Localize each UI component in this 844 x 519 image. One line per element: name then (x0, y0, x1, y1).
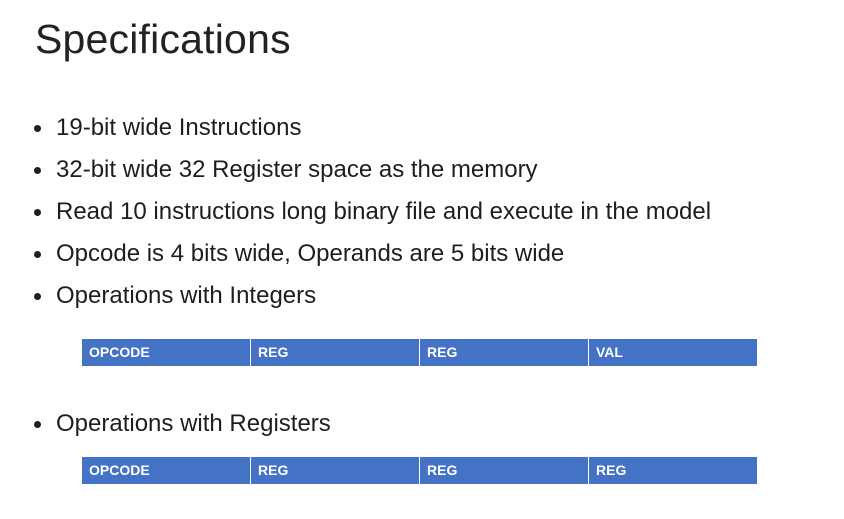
bullet-dot-icon (34, 251, 41, 258)
bullet-text: 32-bit wide 32 Register space as the mem… (56, 156, 538, 183)
opcode-field-cell: OPCODE (89, 462, 150, 478)
reg-field-cell: REG (250, 339, 419, 366)
bullet-text: Opcode is 4 bits wide, Operands are 5 bi… (56, 240, 565, 267)
bullet-dot-icon (34, 421, 41, 428)
bullet-item: Opcode is 4 bits wide, Operands are 5 bi… (30, 238, 711, 280)
reg-field-cell: REG (419, 457, 588, 484)
bullet-text: Operations with Integers (56, 282, 317, 309)
bullet-text: 19-bit wide Instructions (56, 114, 302, 141)
bullet-item-registers: Operations with Registers (30, 408, 331, 450)
bullet-text: Operations with Registers (56, 410, 331, 437)
bullet-dot-icon (34, 167, 41, 174)
bullet-item: 19-bit wide Instructions (30, 112, 711, 154)
reg-field-cell: REG (419, 339, 588, 366)
slide-title: Specifications (35, 16, 291, 62)
bullet-dot-icon (34, 209, 41, 216)
reg-field-cell: REG (250, 457, 419, 484)
bullet-item: Read 10 instructions long binary file an… (30, 196, 711, 238)
bullet-item: Operations with Integers (30, 280, 711, 322)
val-field-cell: VAL (588, 339, 757, 366)
bullet-text: Read 10 instructions long binary file an… (56, 198, 712, 225)
bullet-dot-icon (34, 125, 41, 132)
bullet-dot-icon (34, 293, 41, 300)
register-instruction-format-table: OPCODE REG REG REG (82, 457, 757, 484)
bullet-list: 19-bit wide Instructions 32-bit wide 32 … (30, 112, 711, 322)
bullet-item: 32-bit wide 32 Register space as the mem… (30, 154, 711, 196)
integer-instruction-format-table: OPCODE REG REG VAL (82, 339, 757, 366)
opcode-field-cell: OPCODE (89, 344, 150, 360)
reg-field-cell: REG (588, 457, 757, 484)
